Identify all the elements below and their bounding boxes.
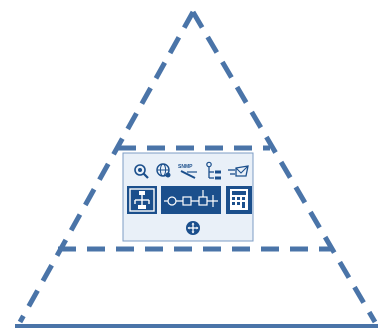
middle-icon-row: [127, 186, 252, 214]
move-arrows-icon: [186, 221, 200, 235]
pyramid-outline: [15, 10, 378, 328]
send-mail-icon: [228, 165, 249, 177]
process-chain-icon: [161, 186, 221, 214]
pyramid-left-edge: [17, 10, 196, 324]
pyramid-right-edge: [190, 10, 378, 324]
flowchart-icon: [127, 186, 157, 214]
snmp-label: SNMP: [178, 164, 193, 170]
top-icon-row: SNMP: [134, 161, 249, 180]
snmp-icon: SNMP: [178, 164, 197, 179]
globe-gear-icon: [156, 163, 171, 178]
search-gear-icon: [134, 164, 149, 179]
hierarchy-list-icon: [206, 161, 221, 180]
calculator-icon: [226, 186, 252, 214]
